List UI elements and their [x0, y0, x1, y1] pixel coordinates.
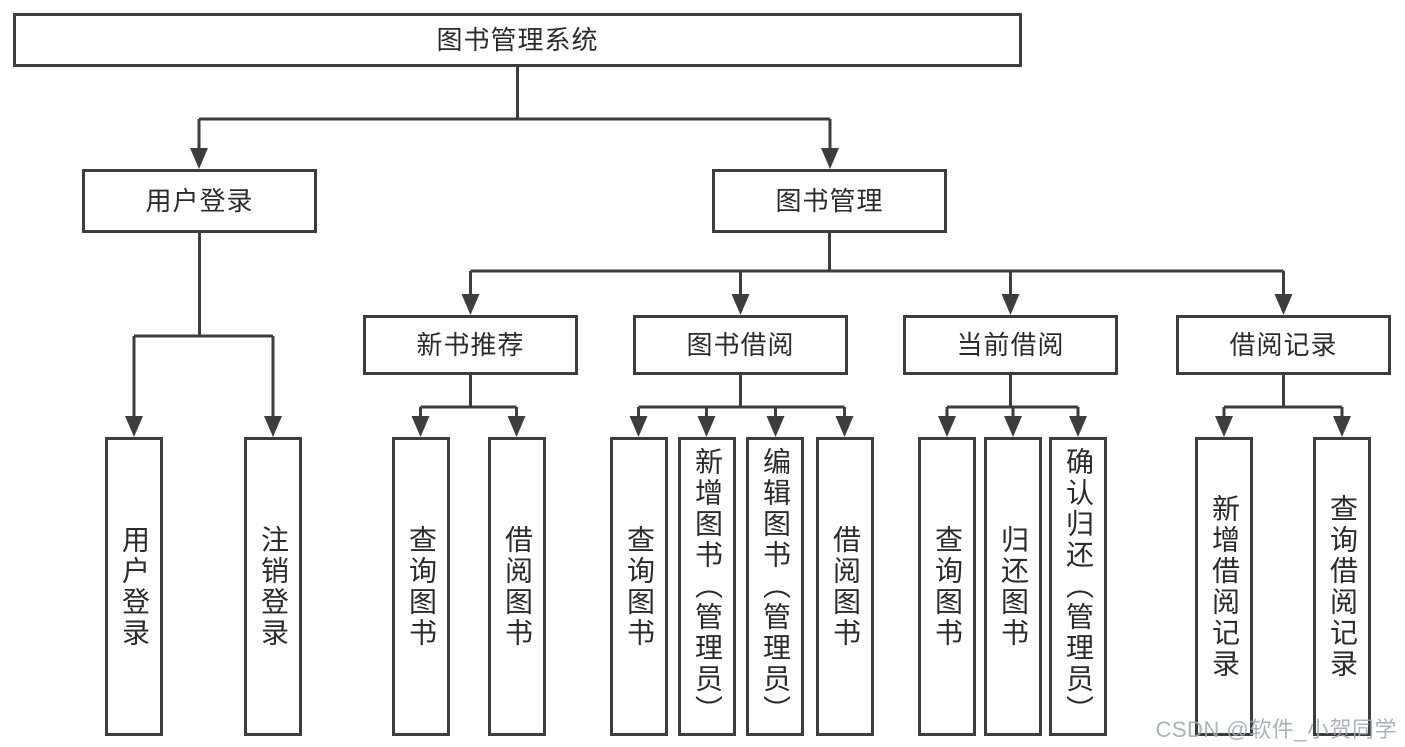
leaf-user-login: 用户登录 [105, 437, 163, 736]
node-user-login: 用户登录 [82, 169, 317, 233]
node-new-book-recommend: 新书推荐 [363, 315, 578, 375]
leaf-label: 借阅图书 [502, 524, 533, 649]
leaf-query-book-recommend: 查询图书 [392, 437, 450, 736]
node-book-management: 图书管理 [712, 169, 947, 233]
leaf-label: 查询图书 [932, 524, 963, 649]
leaf-confirm-return-admin: 确认归还（管理员） [1049, 437, 1107, 736]
csdn-watermark: CSDN @软件_小贺同学 [1155, 717, 1397, 742]
leaf-label: 查询图书 [406, 524, 437, 649]
node-root: 图书管理系统 [13, 13, 1022, 67]
leaf-label: 新增借阅记录 [1209, 493, 1240, 680]
leaf-label: 用户登录 [119, 524, 150, 649]
leaf-logout-login: 注销登录 [244, 437, 302, 736]
leaf-label: 查询图书 [624, 524, 655, 649]
leaf-edit-book-admin: 编辑图书（管理员） [746, 437, 804, 736]
leaf-label: 确认归还（管理员） [1063, 447, 1094, 726]
leaf-query-book-borrow: 查询图书 [610, 437, 668, 736]
node-borrow-record: 借阅记录 [1176, 315, 1391, 375]
leaf-query-book-current: 查询图书 [918, 437, 976, 736]
node-current-borrow: 当前借阅 [903, 315, 1118, 375]
leaf-borrow-book-recommend: 借阅图书 [488, 437, 546, 736]
leaf-label: 编辑图书（管理员） [760, 447, 791, 726]
leaf-return-book: 归还图书 [984, 437, 1042, 736]
leaf-label: 注销登录 [258, 524, 289, 649]
leaf-add-book-admin: 新增图书（管理员） [678, 437, 736, 736]
node-book-borrow: 图书借阅 [633, 315, 848, 375]
leaf-query-borrow-record: 查询借阅记录 [1313, 437, 1371, 736]
leaf-label: 查询借阅记录 [1327, 493, 1358, 680]
leaf-borrow-book: 借阅图书 [816, 437, 874, 736]
leaf-label: 归还图书 [998, 524, 1029, 649]
leaf-add-borrow-record: 新增借阅记录 [1195, 437, 1253, 736]
leaf-label: 新增图书（管理员） [692, 447, 723, 726]
leaf-label: 借阅图书 [830, 524, 861, 649]
